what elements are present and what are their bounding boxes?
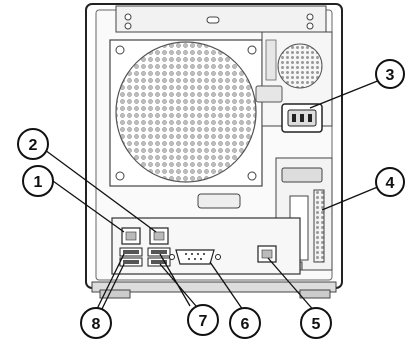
callout-1: 1 [22, 165, 54, 197]
lan-port-1 [121, 227, 141, 245]
callout-6-label: 6 [241, 316, 250, 333]
vga-port [169, 249, 221, 265]
callout-2: 2 [17, 128, 49, 160]
leader-lines [44, 79, 381, 314]
top-bracket [115, 5, 327, 33]
callout-6: 6 [229, 307, 261, 339]
callout-1-label: 1 [34, 174, 43, 191]
power-connector [281, 103, 323, 133]
management-port [257, 245, 277, 263]
usb-ports-right [147, 247, 171, 267]
callout-8: 8 [80, 307, 112, 339]
main-fan-grille [109, 39, 263, 209]
callout-5-label: 5 [312, 316, 321, 333]
callout-4-label: 4 [386, 175, 395, 192]
callout-3-label: 3 [386, 67, 395, 84]
lan-port-2 [149, 227, 169, 245]
callout-7-label: 7 [199, 313, 208, 330]
callout-3: 3 [375, 59, 405, 89]
callout-8-label: 8 [92, 316, 101, 333]
callout-7: 7 [187, 304, 219, 336]
callout-2-label: 2 [29, 137, 38, 154]
callout-5: 5 [300, 307, 332, 339]
callout-4: 4 [375, 167, 405, 197]
